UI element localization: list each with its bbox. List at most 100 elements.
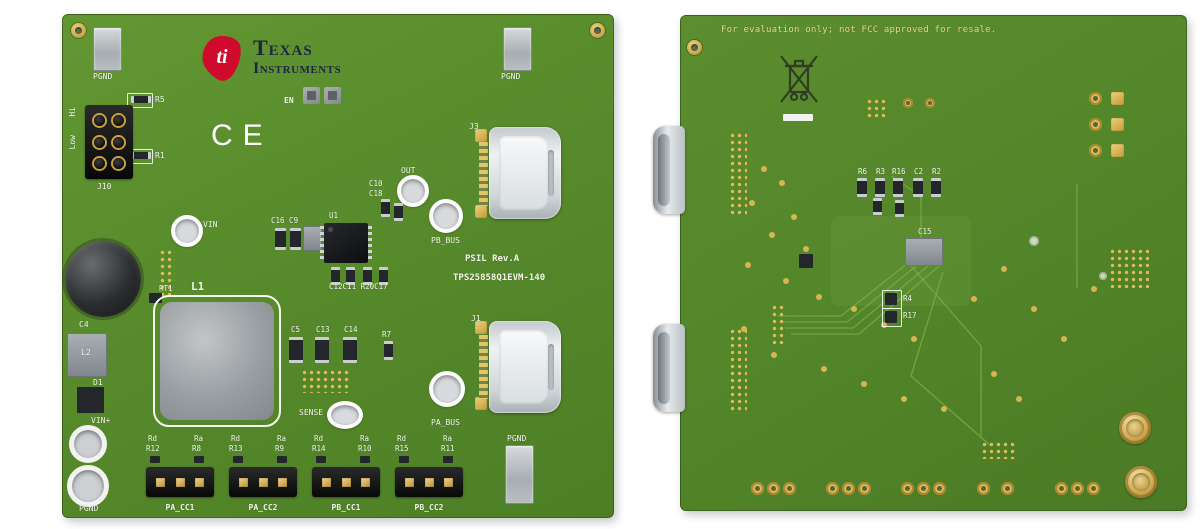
pb-cc1-label: PB_CC1 bbox=[331, 503, 361, 512]
pa-cc1-label: PA_CC1 bbox=[165, 503, 195, 512]
connector-via-column bbox=[729, 328, 747, 412]
resistor bbox=[277, 456, 287, 463]
vin-plus-terminal bbox=[69, 425, 107, 463]
pgnd-pad bbox=[503, 27, 532, 71]
r7-label: R7 bbox=[382, 330, 392, 339]
inductor-l2 bbox=[67, 333, 107, 377]
capacitor bbox=[346, 267, 355, 285]
pgnd-label: PGND bbox=[507, 434, 527, 443]
pad bbox=[842, 482, 855, 495]
pad bbox=[1089, 144, 1102, 157]
j1-label: J1 bbox=[471, 314, 481, 323]
hi-label: Hi bbox=[68, 107, 77, 117]
capacitor bbox=[290, 228, 301, 250]
c16-c9-label: C16 C9 bbox=[271, 216, 299, 225]
capacitor-c15 bbox=[905, 238, 943, 266]
board-top-view: PGND PGND ti Texas Instruments EN R5 R1 … bbox=[62, 14, 614, 518]
ra-label: Ra bbox=[194, 434, 204, 443]
usb-c-shell bbox=[653, 324, 685, 412]
r6-label: R6 bbox=[858, 167, 868, 176]
usb-c-shell bbox=[653, 126, 685, 214]
out-testpoint bbox=[397, 175, 429, 207]
capacitor bbox=[331, 267, 340, 285]
l1-label: L1 bbox=[191, 280, 205, 293]
disclaimer-text: For evaluation only; not FCC approved fo… bbox=[721, 25, 997, 35]
connector-pins bbox=[479, 142, 488, 206]
resistor bbox=[194, 456, 204, 463]
ra-label: Ra bbox=[277, 434, 287, 443]
jumper-header-pb-cc1 bbox=[312, 467, 380, 497]
pad bbox=[1029, 236, 1039, 246]
capacitor bbox=[379, 267, 388, 285]
shield-pad bbox=[475, 129, 487, 142]
silkscreen-box bbox=[882, 308, 902, 327]
vin-plus-label: VIN+ bbox=[91, 416, 111, 425]
resistor bbox=[360, 456, 370, 463]
pad bbox=[1089, 118, 1102, 131]
via-cluster bbox=[981, 441, 1015, 459]
pgnd-label: PGND bbox=[93, 72, 113, 81]
pgnd-pad bbox=[505, 445, 534, 504]
pad bbox=[1111, 92, 1124, 105]
mounting-hole bbox=[590, 23, 605, 38]
pad bbox=[1089, 92, 1102, 105]
jumper-header-pa-cc1 bbox=[146, 467, 214, 497]
pb-bus-label: PB_BUS bbox=[431, 236, 460, 245]
silkscreen-box bbox=[127, 93, 153, 108]
via-cluster bbox=[301, 369, 349, 393]
mounting-hole bbox=[687, 40, 702, 55]
c14-label: C14 bbox=[344, 325, 358, 334]
pgnd-label: PGND bbox=[79, 504, 99, 513]
usb-c-connector-j3 bbox=[489, 127, 561, 219]
capacitor bbox=[289, 337, 303, 363]
pad bbox=[858, 482, 871, 495]
vin-label: VIN bbox=[203, 220, 218, 229]
pad bbox=[751, 482, 764, 495]
pad bbox=[1087, 482, 1100, 495]
mounting-hole bbox=[71, 23, 86, 38]
ti-wordmark-line2: Instruments bbox=[253, 60, 342, 77]
pgnd-terminal bbox=[67, 465, 109, 507]
resistor bbox=[316, 456, 326, 463]
en-pin bbox=[303, 87, 320, 104]
pad bbox=[1099, 272, 1107, 280]
en-pin bbox=[324, 87, 341, 104]
pb-cc2-label: PB_CC2 bbox=[414, 503, 444, 512]
resistor bbox=[150, 456, 160, 463]
usb-c-connector-j1 bbox=[489, 321, 561, 413]
rd-ref-label: R13 bbox=[229, 444, 243, 453]
r2-label: R2 bbox=[932, 167, 942, 176]
ti-logo: ti Texas Instruments bbox=[201, 35, 401, 87]
pad bbox=[1001, 482, 1014, 495]
pad bbox=[826, 482, 839, 495]
shield-pad bbox=[475, 205, 487, 218]
capacitor bbox=[913, 178, 923, 197]
rd-ref-label: R14 bbox=[312, 444, 326, 453]
resistor bbox=[399, 456, 409, 463]
connector-pins bbox=[479, 335, 488, 399]
resistor-r1 bbox=[131, 152, 151, 159]
revision-label: PSIL Rev.A bbox=[465, 254, 520, 264]
sense-testpoint bbox=[327, 401, 363, 429]
pad bbox=[1111, 118, 1124, 131]
via-cluster bbox=[866, 98, 888, 120]
pad bbox=[1071, 482, 1084, 495]
connector-via-column bbox=[729, 132, 747, 216]
resistor bbox=[233, 456, 243, 463]
resistor bbox=[363, 267, 372, 285]
ra-label: Ra bbox=[360, 434, 370, 443]
resistor bbox=[857, 178, 867, 197]
capacitor bbox=[381, 199, 390, 217]
resistor bbox=[384, 341, 393, 360]
component bbox=[799, 254, 813, 268]
u1-label: U1 bbox=[329, 211, 339, 220]
resistor-r5 bbox=[131, 96, 151, 103]
rt1-label: RT1 bbox=[159, 284, 173, 293]
pad bbox=[917, 482, 930, 495]
rd-label: Rd bbox=[148, 434, 158, 443]
rd-label: Rd bbox=[231, 434, 241, 443]
capacitor bbox=[343, 337, 357, 363]
ra-ref-label: R9 bbox=[275, 444, 285, 453]
c4-label: C4 bbox=[79, 320, 89, 329]
capacitor bbox=[315, 337, 329, 363]
